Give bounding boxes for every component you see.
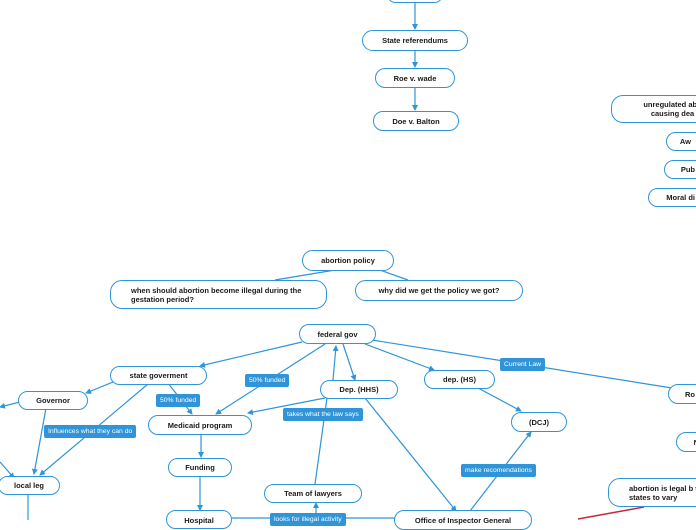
edge-hs-to-dcj: [477, 387, 522, 412]
edge-fed-to-hhs: [342, 343, 357, 381]
node-governor[interactable]: Governor: [18, 391, 88, 410]
node-state-government[interactable]: state goverment: [110, 366, 207, 385]
edge-left-to-localleg: [0, 461, 15, 479]
edge-policy-to-why: [379, 269, 409, 281]
edge-policy-to-when: [274, 269, 336, 281]
node-funding[interactable]: Funding: [168, 458, 232, 477]
node-why-policy[interactable]: why did we get the policy we got?: [355, 280, 523, 301]
node-team-of-lawyers[interactable]: Team of lawyers: [264, 484, 362, 503]
node-federal-gov[interactable]: federal gov: [299, 324, 376, 344]
node-n[interactable]: N: [676, 432, 696, 452]
node-when-illegal[interactable]: when should abortion become illegal duri…: [110, 280, 327, 309]
edge-fed-to-state: [199, 341, 303, 368]
edge-hhs-to-medicaid: [247, 397, 326, 415]
node-dep-hhs[interactable]: Dep. (HHS): [320, 380, 398, 399]
node-roe-v-wade[interactable]: Roe v. wade: [375, 68, 455, 88]
node-medicaid-program[interactable]: Medicaid program: [148, 415, 252, 435]
node-abortion-legal-states[interactable]: abortion is legal b the states to vary: [608, 478, 696, 507]
edge-red-connector: [577, 506, 645, 520]
node-office-inspector-general[interactable]: Office of Inspector General: [394, 510, 532, 530]
top-cut-node[interactable]: [387, 0, 443, 3]
label-current-law: Current Law: [500, 358, 546, 371]
node-ro[interactable]: Ro: [668, 384, 696, 404]
node-moral-di[interactable]: Moral di: [648, 188, 696, 207]
label-influences: Influences what they can do: [44, 425, 137, 438]
node-unregulated-abortion[interactable]: unregulated abo causing dea: [611, 95, 696, 123]
label-takes-what-law-says: takes what the law says: [283, 408, 363, 421]
edge-fed-to-hs: [364, 343, 435, 372]
edge-governor-to-localleg: [31, 407, 47, 475]
edge-hhs-to-oig: [364, 397, 457, 512]
node-local-leg[interactable]: local leg: [0, 476, 60, 495]
edge-governor-to-left: [0, 401, 21, 409]
node-dcj[interactable]: (DCJ): [511, 412, 567, 432]
label-fifty-funded-fed: 50% funded: [245, 374, 290, 387]
node-doe-v-balton[interactable]: Doe v. Balton: [373, 111, 459, 131]
node-pub[interactable]: Pub: [664, 160, 696, 179]
label-make-recommendations: make recomendations: [461, 464, 536, 477]
node-aw[interactable]: Aw: [666, 132, 696, 151]
node-dep-hs[interactable]: dep. (HS): [424, 370, 495, 389]
label-fifty-funded-state: 50% funded: [156, 394, 201, 407]
node-state-referendums[interactable]: State referendums: [362, 30, 468, 51]
node-abortion-policy[interactable]: abortion policy: [302, 250, 394, 271]
edge-hhs-to-fed: [332, 345, 339, 381]
